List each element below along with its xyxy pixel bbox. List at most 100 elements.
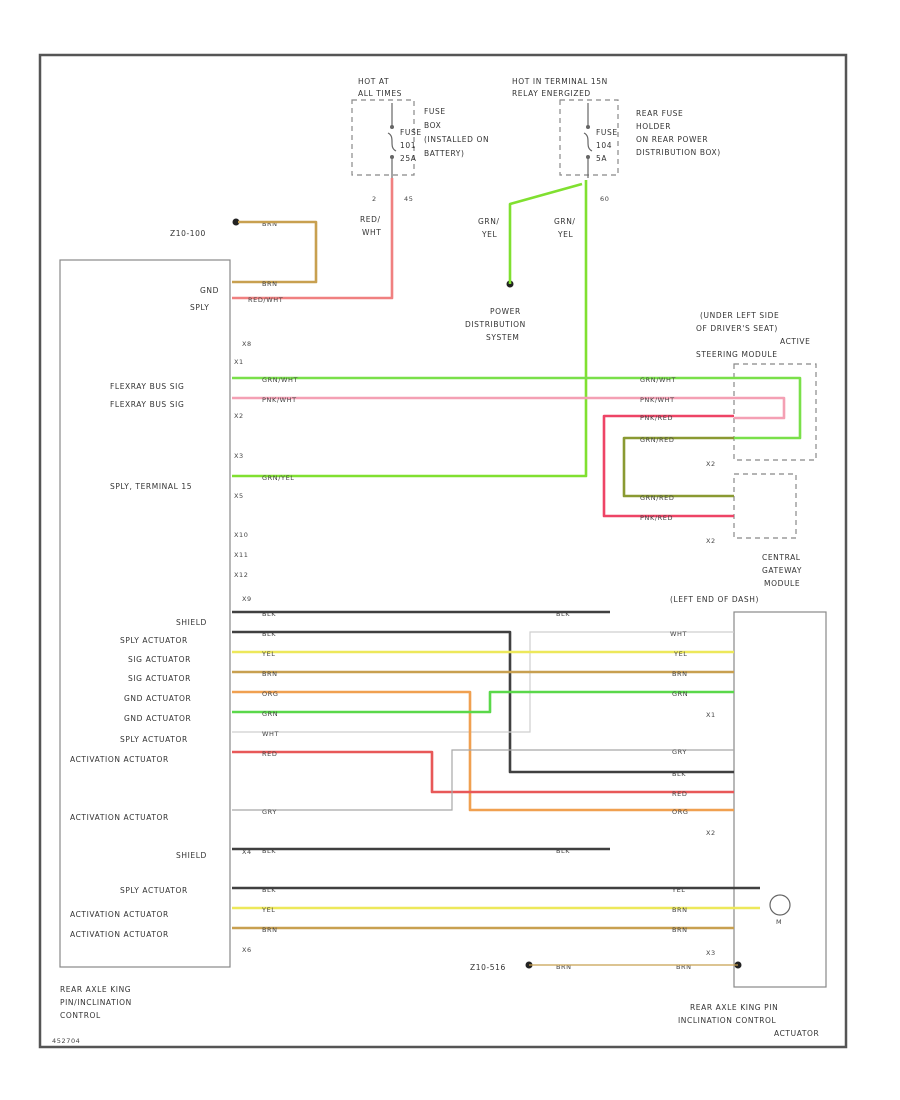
cm-label-shield-2: SHIELD <box>176 851 207 860</box>
cm-pin-x3: X3 <box>234 452 244 460</box>
steering-wire-label-1: PNK/WHT <box>640 396 675 404</box>
z-top-label: Z10-100 <box>170 229 206 238</box>
fuse-1-hot-line2: ALL TIMES <box>358 89 402 98</box>
pnk-wht-flexray-wire <box>232 396 786 420</box>
cm-label-flexray-2: FLEXRAY BUS SIG <box>110 400 184 409</box>
power-distribution-line-1: DISTRIBUTION <box>465 320 526 329</box>
red-activation-wire <box>232 750 734 794</box>
cm-conn-x8: X8 <box>242 340 252 348</box>
cm-label-sply-terminal-15: SPLY, TERMINAL 15 <box>110 482 192 491</box>
fuse-2-outline <box>559 99 619 176</box>
control-module-connectors: X8 X9 X4 X6 X1 X2 X3 X5 X10 X11 X12 <box>234 340 252 954</box>
actuator-conn-x2: X2 <box>706 829 716 837</box>
grn-wht-flexray-wire <box>232 376 802 440</box>
steering-title-1: OF DRIVER'S SEAT) <box>696 324 778 333</box>
gateway-title-2: MODULE <box>764 579 800 588</box>
steering-title-2: ACTIVE <box>780 337 811 346</box>
fuse-2-hot-line1: HOT IN TERMINAL 15N <box>512 77 608 86</box>
grn-yel-b-label-2: YEL <box>557 230 574 239</box>
cm-label-gnd: GND <box>200 286 219 295</box>
cm-pin-x11: X11 <box>234 551 249 559</box>
fuse-1-desc-1: BOX <box>424 121 441 130</box>
fuse-2-number: 104 <box>596 141 612 150</box>
z-bottom-label: Z10-516 <box>470 963 506 972</box>
actuator-wire-label-11: BRN <box>672 906 688 914</box>
steering-module: (UNDER LEFT SIDE OF DRIVER'S SEAT) ACTIV… <box>696 311 817 468</box>
cm-wire-label-brn-2: BRN <box>262 670 278 678</box>
cm-wire-label-red-wht: RED/WHT <box>248 296 283 304</box>
cm-title-line-0: REAR AXLE KING <box>60 985 131 994</box>
fuse-1-number: 101 <box>400 141 416 150</box>
cm-label-activation-3: ACTIVATION ACTUATOR <box>70 910 169 919</box>
actuator-wire-label-3: BRN <box>672 670 688 678</box>
cm-label-activation-1: ACTIVATION ACTUATOR <box>70 755 169 764</box>
cm-pin-x1: X1 <box>234 358 244 366</box>
central-gateway-module: X2 CENTRAL GATEWAY MODULE (LEFT END OF D… <box>670 473 802 604</box>
gateway-title-0: CENTRAL <box>762 553 801 562</box>
fuse-2-desc-2: ON REAR POWER <box>636 135 708 144</box>
cm-wire-label-yel: YEL <box>261 650 276 658</box>
fuse-1-element <box>387 132 397 152</box>
cm-label-gnd-actuator-2: GND ACTUATOR <box>124 714 191 723</box>
cm-title-line-1: PIN/INCLINATION <box>60 998 132 1007</box>
fuse-1-outline <box>351 99 415 176</box>
gateway-title-1: GATEWAY <box>762 566 802 575</box>
cm-wire-label-brn-3: BRN <box>262 926 278 934</box>
fuse-box-1: HOT AT ALL TIMES FUSE 101 25A FUSE BOX (… <box>351 77 489 203</box>
cm-label-gnd-actuator-1: GND ACTUATOR <box>124 694 191 703</box>
fuse-1-desc-0: FUSE <box>424 107 446 116</box>
cm-wire-label-grn-yel: GRN/YEL <box>262 474 295 482</box>
cm-conn-x9: X9 <box>242 595 252 603</box>
fuse-2-hot-line2: RELAY ENERGIZED <box>512 89 591 98</box>
grn-gnd-wire <box>232 690 734 714</box>
fuse-2-desc-3: DISTRIBUTION BOX) <box>636 148 721 157</box>
brn-ground-wire <box>232 220 318 284</box>
motor-symbol-icon <box>769 894 791 916</box>
grn-yel-terminal15-wire <box>232 180 588 478</box>
fuse-box-2: HOT IN TERMINAL 15N RELAY ENERGIZED FUSE… <box>512 77 721 203</box>
fuse-1-amp: 25A <box>400 154 417 163</box>
steering-title-3: STEERING MODULE <box>696 350 778 359</box>
gry-activation-wire <box>232 749 734 811</box>
gateway-title-3: (LEFT END OF DASH) <box>670 595 759 604</box>
cm-wire-label-blk-1: BLK <box>262 610 276 618</box>
actuator-conn-x1: X1 <box>706 711 716 719</box>
cm-label-sig-actuator-1: SIG ACTUATOR <box>128 655 191 664</box>
actuator-conn-x3: X3 <box>706 949 716 957</box>
cm-pin-x5: X5 <box>234 492 244 500</box>
fuse-2-desc-1: HOLDER <box>636 122 671 131</box>
cm-wire-label-gry: GRY <box>262 808 277 816</box>
actuator-wire-label-8: ORG <box>672 808 688 816</box>
cm-wire-label-grn-wht: GRN/WHT <box>262 376 298 384</box>
fuse-2-desc-0: REAR FUSE <box>636 109 683 118</box>
diagram-frame <box>38 53 848 1049</box>
fuse-1-hot-line1: HOT AT <box>358 77 389 86</box>
actuator-wire-label-9: BLK <box>556 847 570 855</box>
blk-sply-wire <box>232 630 734 774</box>
cm-label-flexray-1: FLEXRAY BUS SIG <box>110 382 184 391</box>
actuator-title-0: REAR AXLE KING PIN <box>690 1003 778 1012</box>
gateway-conn: X2 <box>706 537 716 545</box>
cm-wire-label-blk-3: BLK <box>262 847 276 855</box>
actuator-title-1: INCLINATION CONTROL <box>678 1016 777 1025</box>
motor-symbol-label: M <box>776 918 782 926</box>
fuse-1-desc-2: (INSTALLED ON <box>424 135 489 144</box>
control-module-box <box>59 259 231 968</box>
cm-conn-x6: X6 <box>242 946 252 954</box>
cm-label-shield-1: SHIELD <box>176 618 207 627</box>
grn-red-wire <box>622 436 734 498</box>
fuse-1-pin-left: 2 <box>372 195 377 203</box>
gateway-outline <box>733 473 797 539</box>
cm-label-sply-actuator-3: SPLY ACTUATOR <box>120 886 188 895</box>
grn-yel-power-wire <box>508 182 583 284</box>
z-bottom-wire-label-2: BRN <box>676 963 692 971</box>
cm-pin-x12: X12 <box>234 571 249 579</box>
cm-wire-label-blk-2: BLK <box>262 630 276 638</box>
cm-title-line-2: CONTROL <box>60 1011 101 1020</box>
cm-label-sig-actuator-2: SIG ACTUATOR <box>128 674 191 683</box>
actuator-wire-label-10: YEL <box>671 886 686 894</box>
cm-wire-label-grn: GRN <box>262 710 278 718</box>
z-top-splice-dot <box>232 218 240 226</box>
grn-yel-a-label-1: GRN/ <box>478 217 500 226</box>
